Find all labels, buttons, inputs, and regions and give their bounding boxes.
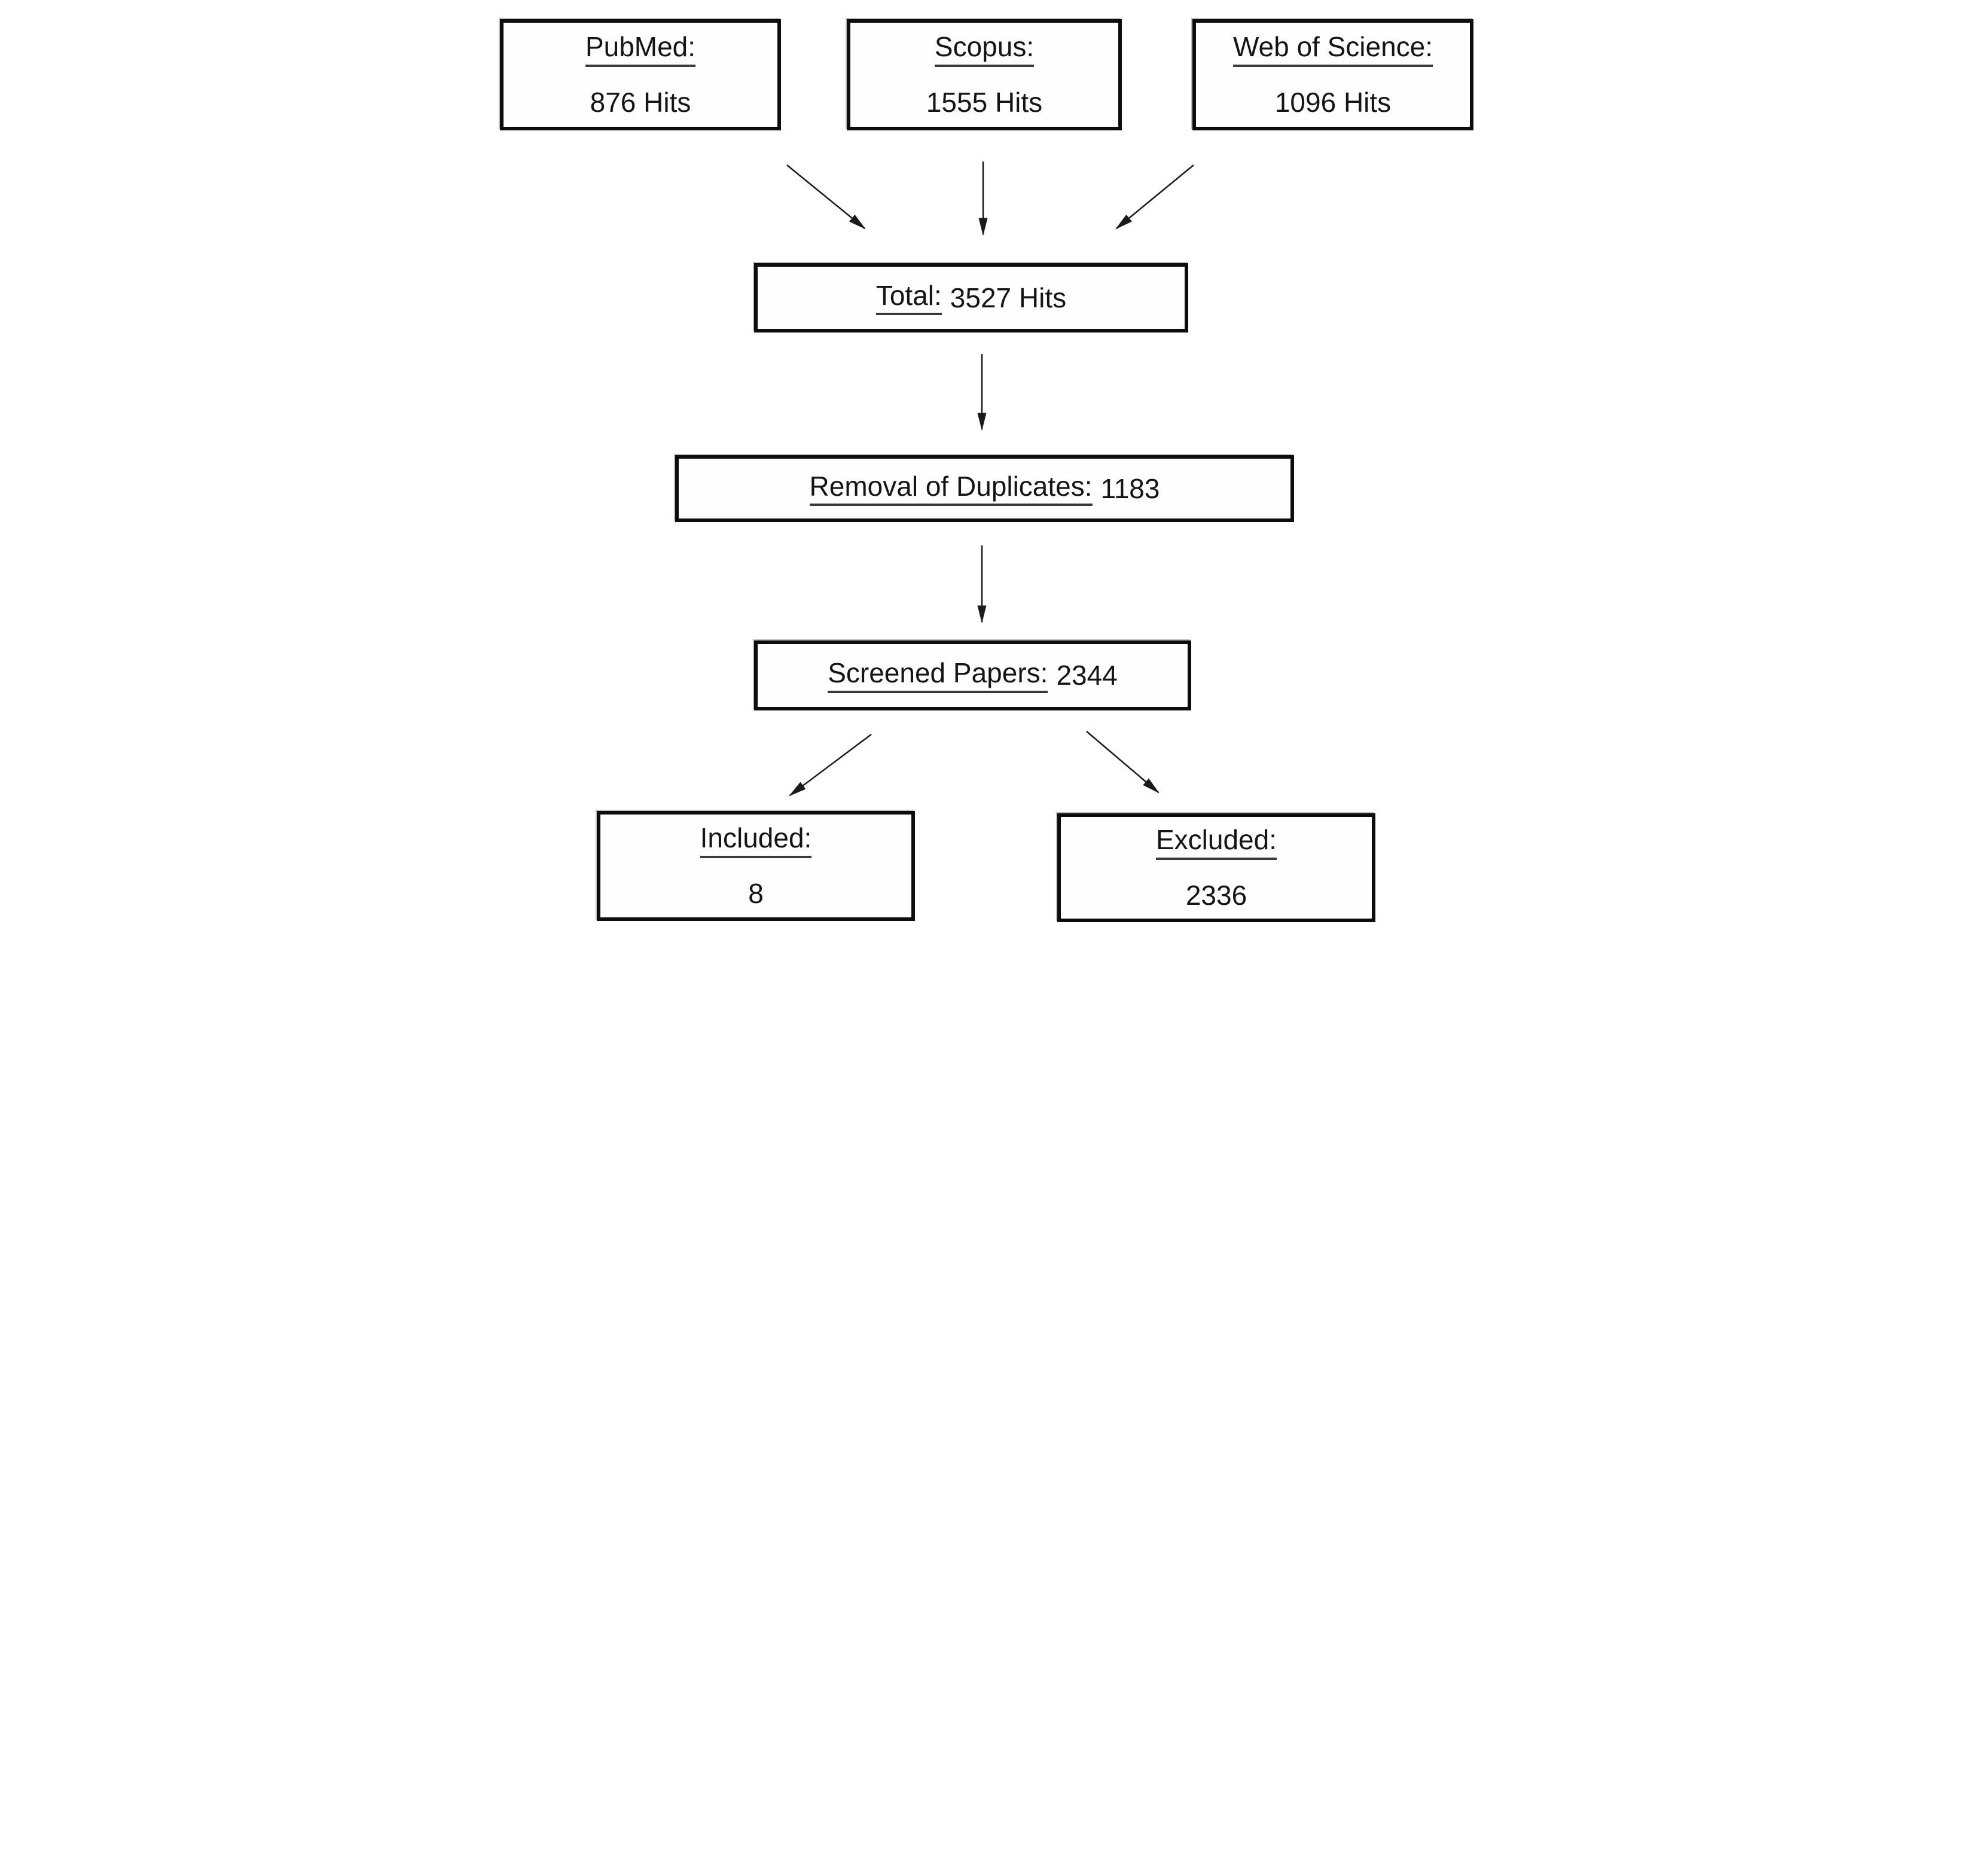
flowchart-canvas: PubMed: 876 Hits Scopus: 1555 Hits Web o… <box>493 0 1478 938</box>
arrow-pubmed-to-total <box>786 164 866 230</box>
excluded-label: Excluded: <box>1155 825 1277 860</box>
web-of-science-box: Web of Science: 1096 Hits <box>1192 19 1473 130</box>
scopus-box: Scopus: 1555 Hits <box>847 19 1122 130</box>
total-label: Total: <box>875 280 942 316</box>
included-label: Included: <box>700 823 812 858</box>
screened-label: Screened Papers: <box>828 658 1048 693</box>
excluded-value: 2336 <box>1185 880 1247 911</box>
duplicates-box: Removal of Duplicates: 1183 <box>675 455 1294 522</box>
arrow-screened-to-excluded <box>1086 731 1160 794</box>
screened-value: 2344 <box>1056 660 1118 691</box>
included-box: Included: 8 <box>597 811 915 921</box>
total-box: Total: 3527 Hits <box>754 263 1188 333</box>
pubmed-box: PubMed: 876 Hits <box>500 19 781 130</box>
total-value: 3527 Hits <box>950 282 1067 313</box>
excluded-box: Excluded: 2336 <box>1057 813 1375 922</box>
scopus-label: Scopus: <box>934 32 1035 67</box>
duplicates-value: 1183 <box>1100 472 1160 504</box>
screened-box: Screened Papers: 2344 <box>754 640 1191 710</box>
included-value: 8 <box>748 878 764 909</box>
arrow-wos-to-total <box>1115 164 1194 230</box>
web-of-science-label: Web of Science: <box>1232 32 1433 67</box>
pubmed-label: PubMed: <box>585 32 696 67</box>
scopus-value: 1555 Hits <box>926 87 1043 118</box>
pubmed-value: 876 Hits <box>590 87 691 118</box>
web-of-science-value: 1096 Hits <box>1274 87 1392 118</box>
arrow-screened-to-included <box>789 734 872 797</box>
duplicates-label: Removal of Duplicates: <box>809 471 1093 507</box>
